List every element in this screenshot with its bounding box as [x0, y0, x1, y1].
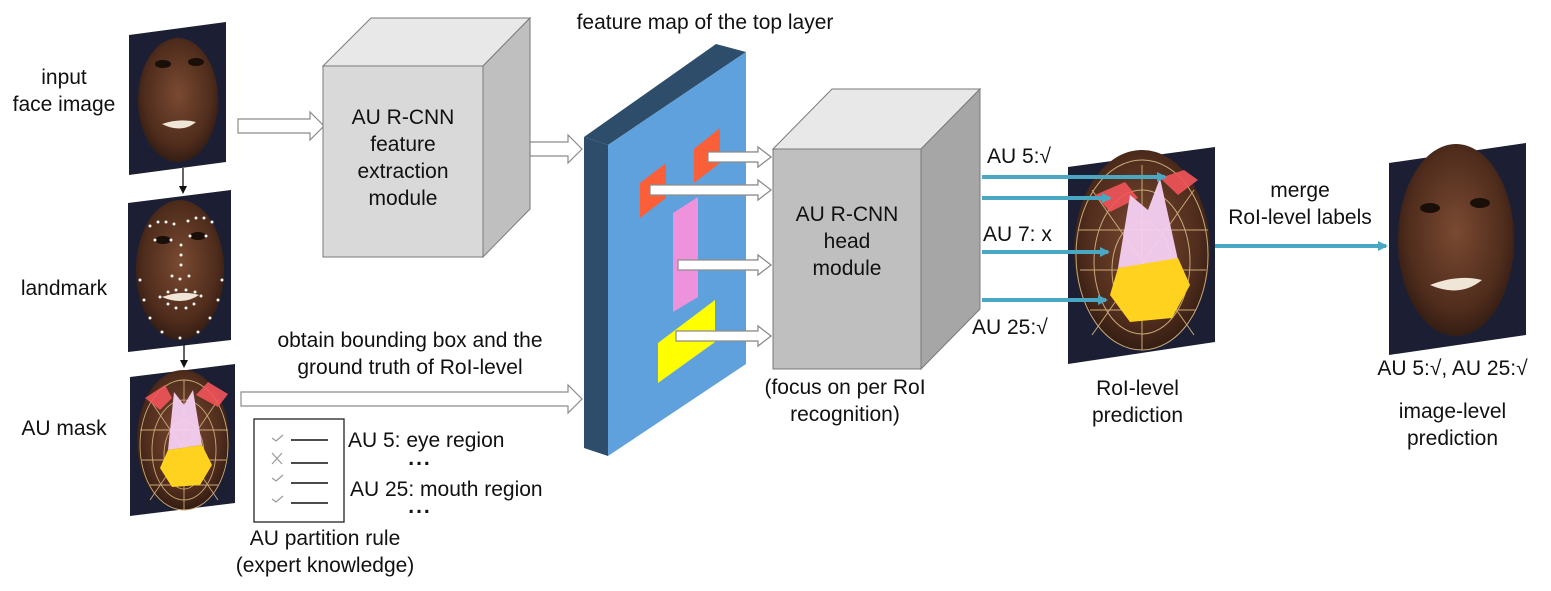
image-level-caption: image-level prediction: [1398, 400, 1507, 450]
landmark-label: landmark: [20, 277, 108, 300]
image-level-face-image: [1389, 143, 1526, 355]
roi-prediction-au25: AU 25:√: [972, 316, 1048, 339]
check-icon: [271, 495, 284, 503]
roi-level-face-image: [1068, 147, 1215, 364]
head-module: [771, 87, 982, 371]
mouth-roi: [160, 445, 212, 487]
eye-icon: [1420, 203, 1440, 213]
nose-roi: [1118, 178, 1178, 268]
cross-icon: [271, 452, 283, 465]
nose-roi: [168, 390, 202, 450]
feature-map-title: feature map of the top layer: [576, 11, 834, 34]
rule-au5: AU 5: eye region: [348, 429, 505, 452]
prediction-arrows: [982, 172, 1388, 305]
input-face-label: input face image: [12, 66, 116, 116]
check-icon: [271, 434, 284, 442]
partition-rule-checklist: [253, 418, 345, 523]
arrow-mask-to-map: [240, 383, 583, 415]
eye-roi-left: [145, 385, 172, 410]
partition-rule-caption: AU partition rule (expert knowledge): [235, 527, 415, 577]
head-module-caption: (focus on per RoI recognition): [764, 376, 926, 426]
merge-label: merge RoI-level labels: [1228, 179, 1372, 229]
check-icon: [271, 474, 284, 482]
roi-prediction-au7: AU 7: x: [983, 223, 1052, 246]
feature-roi-right-eye: [694, 128, 720, 183]
rule-ellipsis-2: ...: [408, 495, 432, 518]
arrow-input-to-feature-module: [237, 110, 325, 142]
landmark-points: [138, 216, 224, 340]
feature-map: [584, 44, 746, 456]
feature-extraction-module: [321, 16, 532, 259]
roi-level-caption: RoI-level prediction: [1091, 377, 1184, 427]
au-mask-label: AU mask: [21, 417, 107, 440]
input-face-image: [129, 22, 226, 175]
head-module-label: AU R-CNN head module: [795, 203, 899, 280]
mouth-icon: [162, 120, 196, 129]
feature-roi-nose: [673, 197, 698, 312]
au-mask-face-image: [130, 364, 235, 516]
image-level-result: AU 5:√, AU 25:√: [1377, 357, 1528, 380]
eye-roi-right: [1160, 170, 1198, 195]
eye-icon: [155, 60, 171, 68]
rule-au25: AU 25: mouth region: [350, 478, 543, 501]
mouth-icon: [1430, 277, 1482, 291]
roi-prediction-au5: AU 5:√: [987, 145, 1052, 168]
landmark-face-image: [128, 190, 231, 352]
arrow-feature-module-to-map: [529, 133, 583, 165]
bbox-annotation: obtain bounding box and the ground truth…: [277, 329, 543, 379]
rule-ellipsis-1: ...: [408, 447, 432, 470]
eye-roi-left: [1095, 182, 1138, 212]
mouth-roi: [1110, 258, 1190, 322]
eye-roi-right: [196, 382, 228, 407]
feature-module-label: AU R-CNN feature extraction module: [351, 106, 455, 210]
